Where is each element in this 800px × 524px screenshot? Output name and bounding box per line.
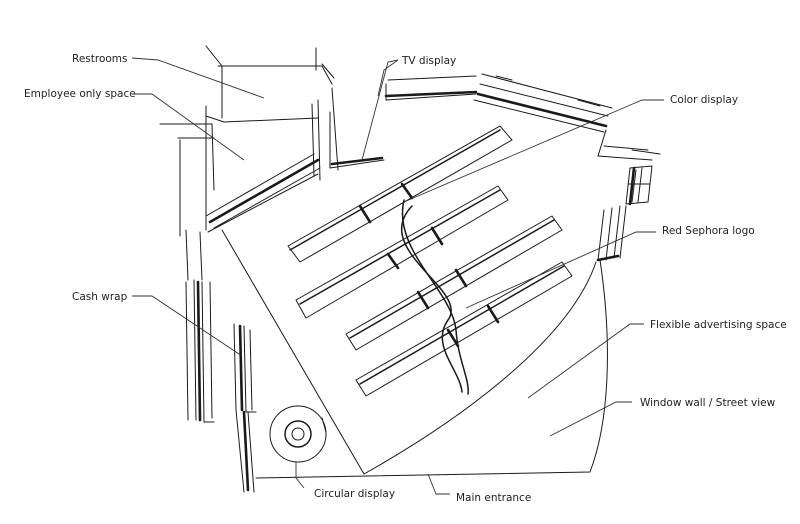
label-employee-only-space: Employee only space xyxy=(24,88,136,100)
label-window-wall: Window wall / Street view xyxy=(640,397,776,409)
color-display-wall xyxy=(473,73,613,133)
label-cash-wrap: Cash wrap xyxy=(72,291,128,303)
gondola-1 xyxy=(287,125,513,263)
label-tv-display: TV display xyxy=(401,55,456,67)
restrooms-room xyxy=(205,45,335,123)
employee-space-room xyxy=(159,99,331,237)
cash-wrap-counter xyxy=(185,229,257,493)
label-main-entrance: Main entrance xyxy=(456,492,531,504)
gondola-4 xyxy=(355,261,573,397)
aisle-curves xyxy=(400,199,469,395)
gondola-3 xyxy=(345,215,563,351)
label-restrooms: Restrooms xyxy=(72,53,128,65)
circular-display xyxy=(269,405,327,463)
gondola-2 xyxy=(295,185,509,319)
label-circular-display: Circular display xyxy=(314,488,395,500)
red-logo-frame xyxy=(596,165,653,262)
right-corner-wall xyxy=(597,129,661,161)
label-color-display: Color display xyxy=(670,94,738,106)
label-red-logo: Red Sephora logo xyxy=(662,225,755,237)
back-wall-shelving-detail xyxy=(205,153,321,233)
store-floor-outline xyxy=(221,229,608,479)
back-wall-shelving xyxy=(208,158,320,224)
label-flexible-advertising-space: Flexible advertising space xyxy=(650,319,787,331)
callout-lines xyxy=(131,57,664,495)
tv-display-unit xyxy=(329,75,478,171)
